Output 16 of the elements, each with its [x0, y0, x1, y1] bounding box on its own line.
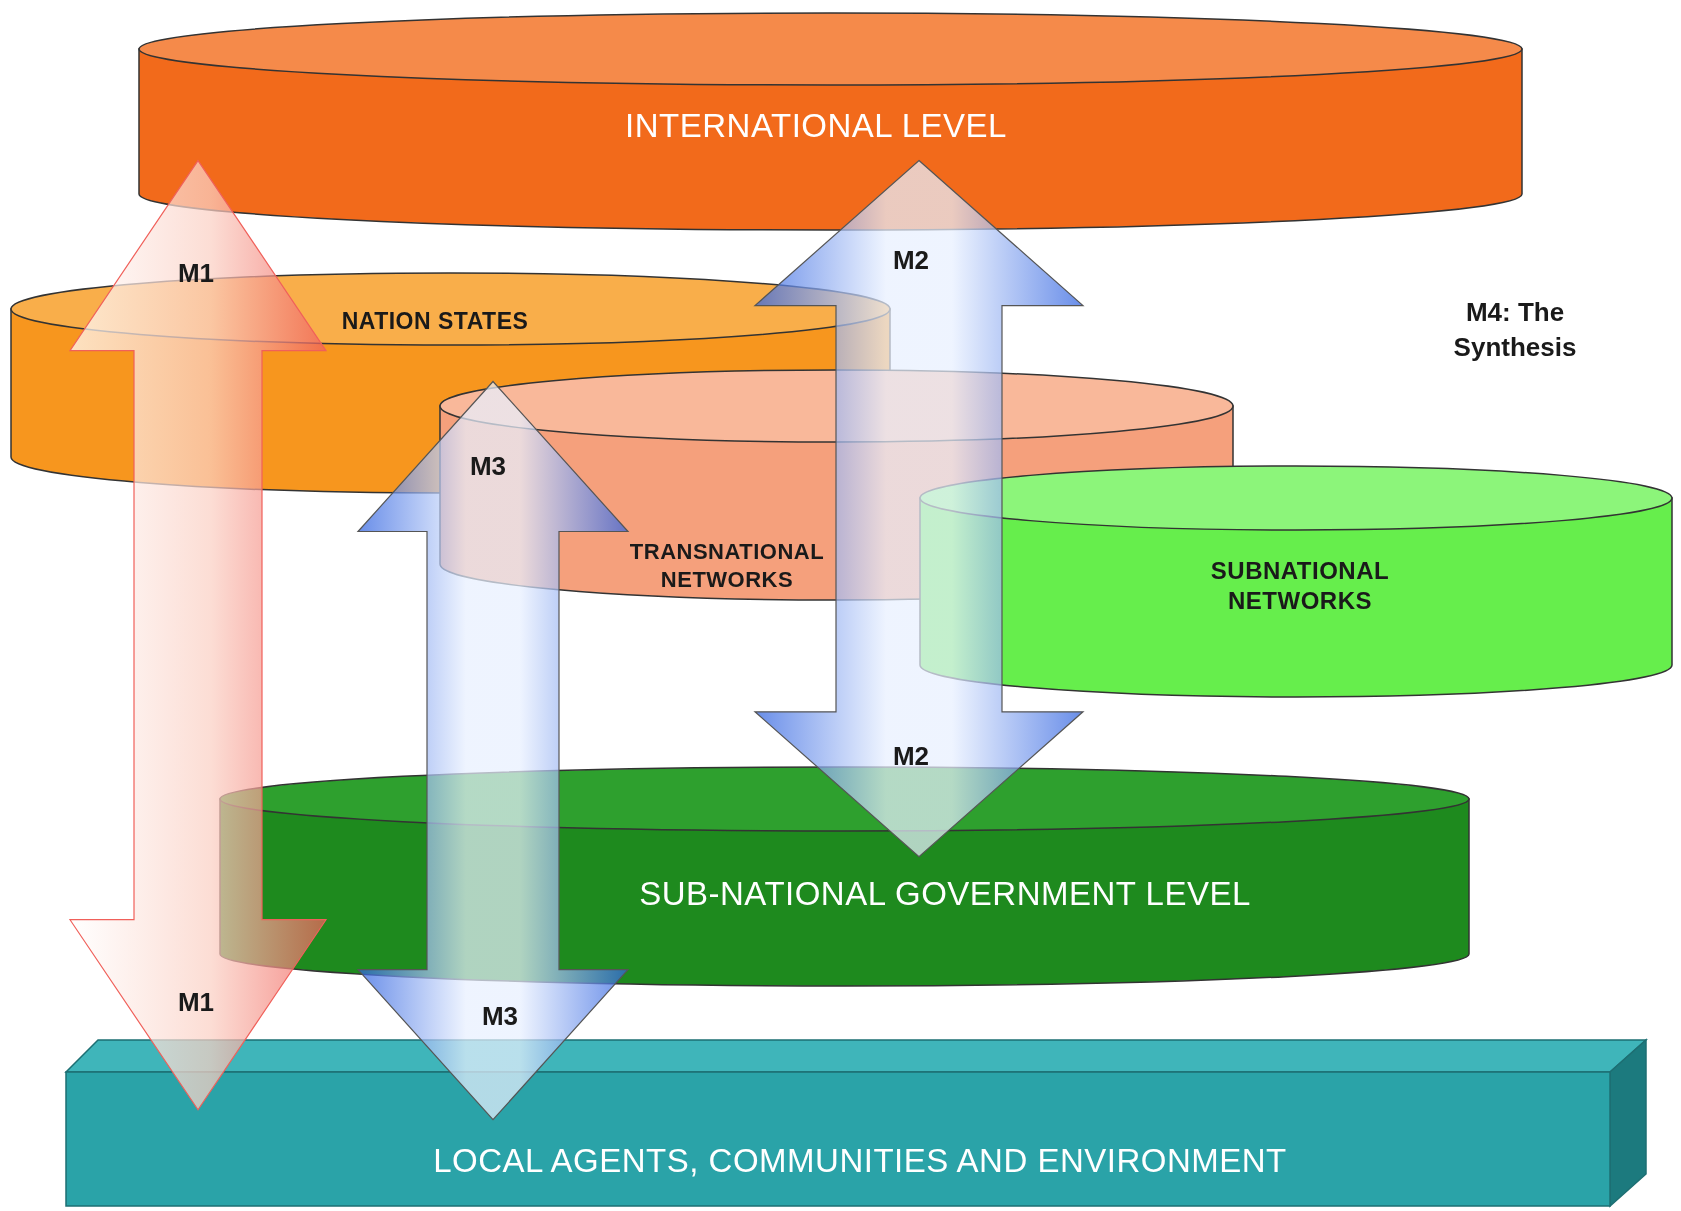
cylinder-disc — [139, 13, 1522, 230]
note-text: M4: The Synthesis — [1452, 296, 1578, 365]
double-arrow — [356, 380, 630, 1121]
arrow-label: M1 — [177, 257, 215, 289]
level-label: NATION STATES — [340, 307, 530, 336]
level-label: INTERNATIONAL LEVEL — [624, 106, 1008, 146]
arrow-label: M3 — [481, 1000, 519, 1032]
arrow-label: M2 — [892, 244, 930, 276]
double-arrow — [68, 159, 328, 1111]
arrow-label: M3 — [469, 450, 507, 482]
level-label: SUBNATIONAL NETWORKS — [1209, 556, 1391, 616]
level-label: TRANSNATIONAL NETWORKS — [628, 538, 826, 593]
arrow-label: M1 — [177, 986, 215, 1018]
arrow-label: M2 — [892, 740, 930, 772]
level-label: SUB-NATIONAL GOVERNMENT LEVEL — [638, 874, 1252, 914]
double-arrow — [753, 159, 1085, 858]
